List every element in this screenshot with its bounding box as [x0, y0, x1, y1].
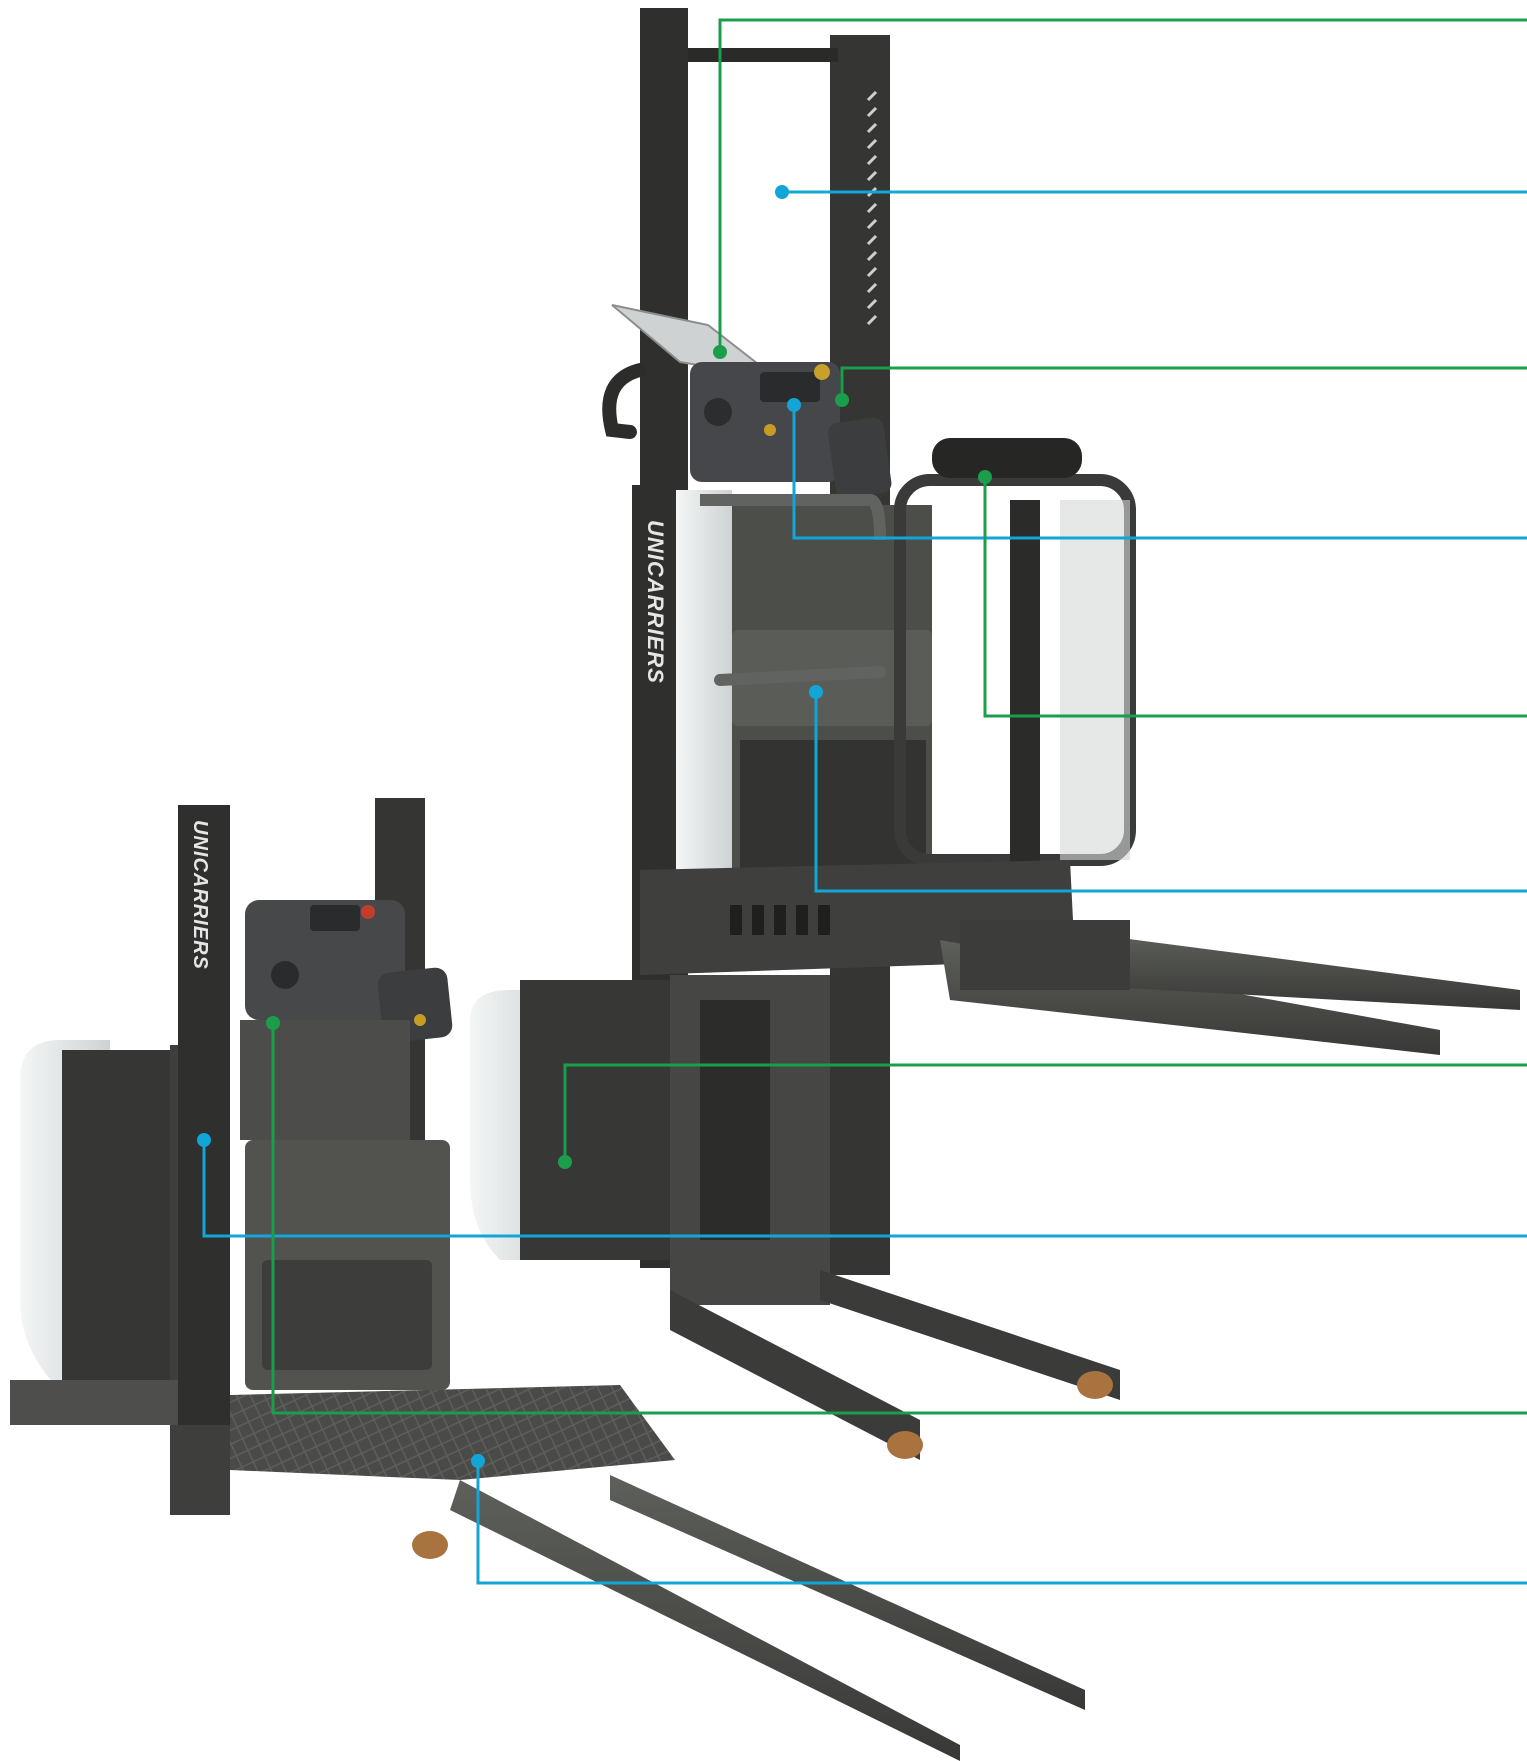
emergency-stop-upper — [814, 364, 830, 380]
callout-6-leader — [809, 685, 1527, 893]
callout-3-dot — [835, 393, 849, 407]
callout-10-leader — [471, 1454, 1527, 1585]
callout-4-leader — [787, 398, 1527, 540]
lift-cylinder — [1010, 500, 1040, 870]
cabin-grab-bar — [714, 666, 886, 686]
base-leg-right — [820, 1270, 1120, 1400]
load-roller-3 — [412, 1531, 448, 1559]
callout-7-dot — [558, 1155, 572, 1169]
callout-2-dot — [775, 185, 789, 199]
joystick-knob-upper — [704, 398, 732, 426]
tall-order-picker: UNICARRIERS — [470, 8, 1520, 1460]
lower-control-console — [245, 900, 405, 1020]
indicator-yellow-1 — [764, 424, 776, 436]
low-order-picker: UNICARRIERS — [10, 798, 1085, 1761]
side-gate-panel — [1060, 500, 1130, 860]
platform-vents — [730, 905, 830, 935]
load-roller-2 — [1077, 1371, 1113, 1399]
callout-3-leader — [835, 366, 1527, 407]
checker-plate-platform — [230, 1385, 675, 1480]
emergency-stop-lower — [361, 905, 375, 919]
lower-console-display — [310, 905, 360, 931]
callout-5-dot — [978, 470, 992, 484]
callout-6-line — [814, 692, 1527, 893]
callout-9-leader — [266, 1016, 1527, 1415]
callout-10-dot — [471, 1454, 485, 1468]
upper-fork-right — [1060, 930, 1520, 1010]
callout-2-leader — [775, 185, 1527, 199]
brand-logo-upper: UNICARRIERS — [643, 520, 668, 684]
callout-3-line — [840, 366, 1527, 400]
mast-crossbar — [688, 48, 838, 62]
callout-1-leader — [713, 18, 1527, 359]
cabin-guard-panel — [676, 490, 732, 920]
callout-1-line — [718, 18, 1527, 352]
side-control-handle — [827, 417, 892, 499]
indicator-yellow-2 — [414, 1014, 426, 1026]
lower-fork-left — [450, 1480, 960, 1761]
lower-fork-right — [610, 1475, 1085, 1710]
storage-bin-inner — [262, 1260, 432, 1370]
callout-7-line — [563, 1063, 1527, 1162]
callout-10-line — [476, 1461, 1527, 1585]
callout-9-line — [271, 1023, 1527, 1415]
callout-5-line — [983, 477, 1527, 718]
hydraulic-block — [700, 1000, 770, 1240]
callout-8-line — [202, 1140, 1527, 1238]
fork-carriage — [960, 920, 1130, 990]
callout-6-dot — [809, 685, 823, 699]
battery-compartment — [520, 980, 670, 1260]
callout-7-leader — [558, 1063, 1527, 1169]
battery-panel — [62, 1050, 172, 1380]
low-mast-left — [178, 805, 230, 1425]
base-leg-left — [670, 1290, 920, 1460]
callout-5-leader — [978, 470, 1527, 718]
operator-body — [240, 1020, 410, 1140]
load-roller-1 — [887, 1431, 923, 1459]
gate-cushion — [932, 438, 1082, 478]
cabin-top-bar — [700, 494, 886, 541]
callout-1-dot — [713, 345, 727, 359]
callout-8-dot — [197, 1133, 211, 1147]
callout-8-leader — [197, 1133, 1527, 1238]
joystick-knob-lower — [271, 961, 299, 989]
callout-9-dot — [266, 1016, 280, 1030]
upper-console-display — [760, 372, 820, 402]
brand-logo-lower: UNICARRIERS — [189, 820, 211, 970]
callout-4-dot — [787, 398, 801, 412]
callout-leaders — [197, 18, 1527, 1585]
rear-grab-handle — [602, 363, 647, 439]
callout-4-line — [792, 405, 1527, 540]
